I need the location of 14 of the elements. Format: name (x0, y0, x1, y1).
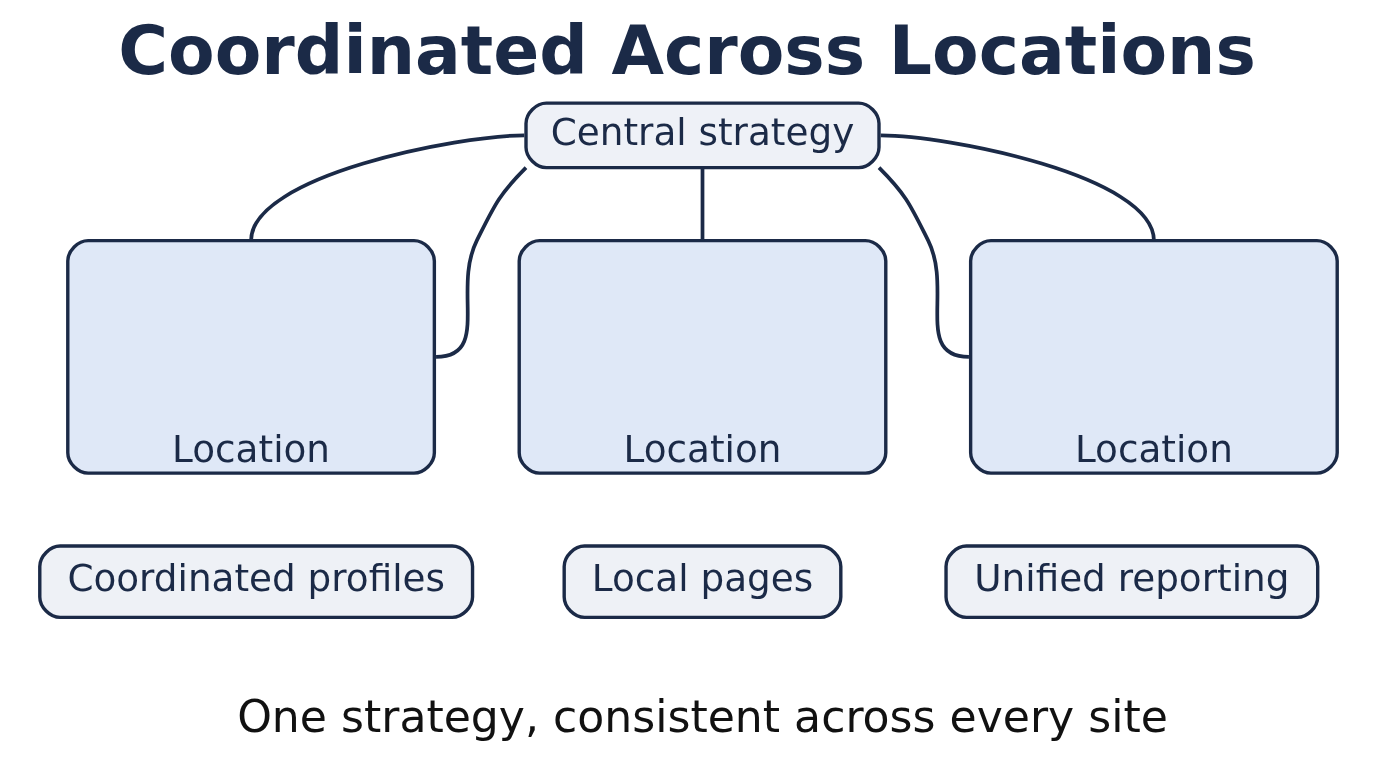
connector (700, 167, 704, 241)
node-box: Central strategy (523, 101, 881, 170)
connector (248, 133, 524, 242)
node-box: Local pages (562, 544, 842, 620)
connector (877, 166, 969, 359)
node-box: Coordinated profiles (37, 544, 474, 620)
node-box: Unified reporting (943, 544, 1319, 620)
caption: One strategy, consistent across every site (236, 691, 1168, 743)
node-box: Location (65, 238, 436, 475)
connector (435, 166, 527, 359)
connector (880, 133, 1156, 242)
node-box: Location (968, 238, 1339, 475)
node-box: Location (517, 238, 887, 475)
diagram-title: Coordinated Across Locations (117, 11, 1256, 91)
